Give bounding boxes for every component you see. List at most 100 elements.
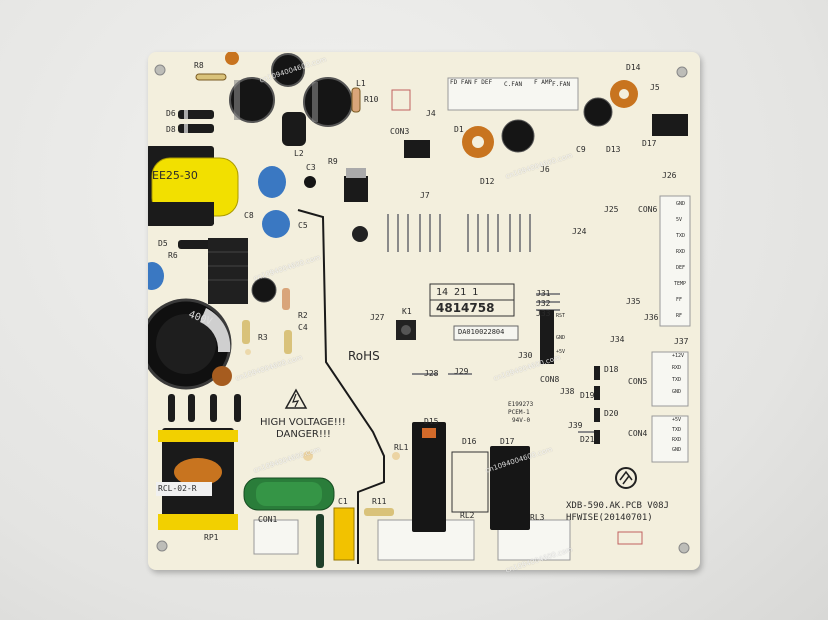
filter-label: RCL-02-R <box>158 484 197 493</box>
ref-rl2: RL2 <box>460 511 475 520</box>
ref-d17b: D17 <box>642 139 657 148</box>
barcode-text: DA010022804 <box>458 328 505 336</box>
con4-pin-label: +5V <box>672 417 682 423</box>
ul-line-3: 94V-0 <box>512 417 531 424</box>
resistor <box>242 320 250 344</box>
ref-j33: J33 <box>536 309 551 318</box>
con6-pin-label: GND <box>676 201 686 207</box>
capacitor-stripe <box>234 80 240 120</box>
ref-j34: J34 <box>610 335 625 344</box>
small-capacitor <box>304 176 316 188</box>
ic-regulator <box>344 176 368 202</box>
header-label: F DEF <box>474 79 493 86</box>
diode <box>178 110 214 119</box>
ref-r3: R3 <box>258 333 268 342</box>
choke-bobbin <box>158 430 238 442</box>
ref-j6: J6 <box>540 165 550 174</box>
ref-j31: J31 <box>536 289 551 298</box>
diode <box>178 124 214 133</box>
con6-connector <box>659 195 691 327</box>
ref-con1: CON1 <box>258 515 278 524</box>
ref-j27: J27 <box>370 313 385 322</box>
model-line-1: XDB-590.AK.PCB V08J <box>566 501 669 511</box>
heatsink <box>208 238 248 304</box>
relay <box>412 422 446 532</box>
ref-d17: D17 <box>500 437 515 446</box>
con4-pin-label: RXD <box>672 437 682 443</box>
warning-triangle <box>284 388 308 409</box>
ref-j4: J4 <box>426 109 436 118</box>
ref-j29: J29 <box>454 367 469 376</box>
diode <box>188 394 195 422</box>
isolation-line <box>297 209 385 564</box>
con1-connector <box>253 519 299 555</box>
diode <box>234 394 241 422</box>
mounting-hole <box>678 542 690 554</box>
ref-j5: J5 <box>650 83 660 92</box>
header-label: F AMP <box>534 79 553 86</box>
electrolytic-capacitor <box>583 97 613 127</box>
relay <box>490 446 530 530</box>
header-label: C.FAN <box>504 81 523 88</box>
ref-j35: J35 <box>626 297 641 306</box>
smd-diode <box>594 430 600 444</box>
mounting-hole <box>676 66 688 78</box>
ref-d19: D19 <box>580 391 595 400</box>
capacitor-sleeve-stripe <box>200 308 231 352</box>
electrolytic-capacitor <box>271 53 305 87</box>
ref-con5: CON5 <box>628 377 648 386</box>
diode-band <box>184 124 188 133</box>
manufacturer-logo <box>615 467 637 489</box>
con3-plug <box>391 89 411 111</box>
ref-rl1: RL1 <box>394 443 409 452</box>
copper-coil <box>174 458 222 486</box>
ref-r8: R8 <box>194 61 204 70</box>
ic-regulator <box>404 140 430 158</box>
ul-line-1: E199273 <box>508 401 534 408</box>
electrolytic-capacitor <box>303 77 353 127</box>
ref-c4: C4 <box>298 323 308 332</box>
con6-pin-label: RF <box>676 313 683 319</box>
smd-diode <box>594 386 600 400</box>
ref-con6: CON6 <box>638 205 658 214</box>
ref-c9: C9 <box>576 145 586 154</box>
con5-pin-label: RXD <box>672 365 682 371</box>
ref-con8: CON8 <box>540 375 560 384</box>
ic-regulator <box>652 114 688 136</box>
ref-rl3: RL3 <box>530 513 545 522</box>
ref-j24: J24 <box>572 227 587 236</box>
warning-line-1: HIGH VOLTAGE!!! <box>260 417 346 428</box>
con5-pin-label: GND <box>672 389 682 395</box>
ref-j39: J39 <box>568 421 583 430</box>
con8-pin-label: RST <box>556 313 566 319</box>
choke-label-plate <box>156 482 212 496</box>
ref-d18: D18 <box>604 365 619 374</box>
relay-led <box>422 428 436 438</box>
ref-r11: R11 <box>372 497 387 506</box>
ref-d13: D13 <box>606 145 621 154</box>
con8-connector <box>540 310 554 364</box>
ul-line-2: PCEM-1 <box>508 409 530 416</box>
header-label: F.FAN <box>552 81 571 88</box>
resistor <box>282 288 290 310</box>
y-capacitor <box>258 166 286 198</box>
ref-con3: CON3 <box>390 127 410 136</box>
y-capacitor <box>262 210 290 238</box>
con5-pin-label: TXD <box>672 377 682 383</box>
smd-diode <box>594 408 600 422</box>
capacitor-stripe <box>312 82 318 122</box>
diode <box>168 394 175 422</box>
relay-outline <box>451 451 489 513</box>
ref-d14: D14 <box>626 63 641 72</box>
con6-pin-label: FF <box>676 297 683 303</box>
resistor <box>364 508 394 516</box>
con5-pin-label: +12V <box>672 353 685 359</box>
main-header-connector <box>447 77 579 111</box>
mounting-hole <box>156 540 168 552</box>
ceramic-capacitor <box>225 52 239 65</box>
ref-l2: L2 <box>294 149 304 158</box>
ref-d20: D20 <box>604 409 619 418</box>
ntc-thermistor <box>212 366 232 386</box>
ref-d6: D6 <box>166 109 176 118</box>
ref-c1: C1 <box>338 497 348 506</box>
